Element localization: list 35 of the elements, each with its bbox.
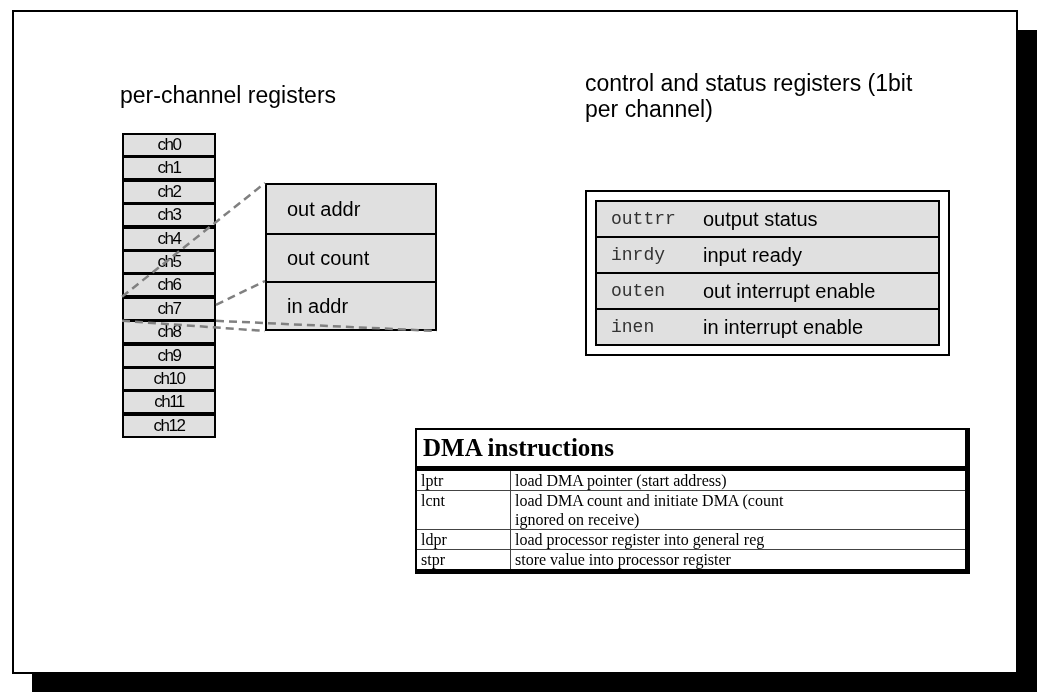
channel-register: ch1 [122, 156, 216, 181]
register-description: out interrupt enable [703, 279, 876, 303]
register-row [595, 272, 940, 310]
channel-register: ch12 [122, 413, 216, 438]
register-name: inrdy [611, 245, 666, 265]
register-row [595, 236, 940, 274]
section-heading: per-channel registers [120, 82, 337, 108]
channel-register: ch7 [122, 296, 216, 321]
register-group-box [585, 190, 950, 356]
register-name: outen [611, 281, 666, 301]
register-description: output status [703, 207, 818, 231]
table-cell: lcnt [416, 490, 511, 530]
register-row [595, 200, 940, 238]
channel-register: ch0 [122, 133, 216, 157]
dashed-leader-line [215, 279, 266, 306]
channel-register: ch5 [122, 250, 216, 274]
channel-register: ch10 [122, 367, 216, 391]
channel-register: ch11 [122, 390, 216, 415]
register-field: out addr [267, 185, 435, 233]
register-name: outtrr [611, 209, 677, 229]
channel-register: ch9 [122, 343, 216, 368]
register-field: out count [267, 233, 435, 281]
table-cell: ldpr [416, 529, 511, 550]
register-name: inen [611, 317, 656, 337]
channel-register: ch2 [122, 179, 216, 204]
register-group-box [265, 183, 437, 331]
channel-register: ch3 [122, 203, 216, 228]
register-description: in interrupt enable [703, 315, 864, 339]
section-heading: control and status registers (1bit per channel) [585, 70, 914, 122]
register-description: input ready [703, 243, 802, 267]
table-cell: lptr [416, 468, 511, 491]
register-row [595, 308, 940, 346]
channel-register: ch8 [122, 320, 216, 345]
channel-register: ch6 [122, 273, 216, 298]
register-field: in addr [267, 281, 435, 329]
